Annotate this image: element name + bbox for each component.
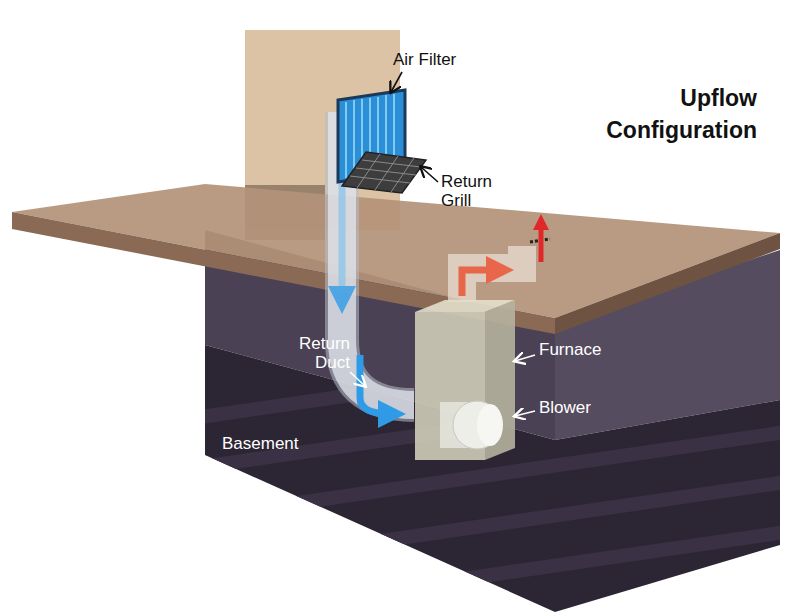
floor-stripe [180, 480, 793, 570]
leader-arrow [350, 372, 365, 386]
supply-airflow [462, 270, 500, 296]
grill-slats [350, 154, 421, 192]
grill-slat [375, 156, 398, 190]
supply-airflow [539, 222, 544, 262]
part-label: Air Filter [393, 50, 503, 69]
part-label: Furnace [539, 340, 639, 359]
floor-edge [555, 233, 780, 334]
area-label: Basement [222, 434, 332, 453]
return-grill [342, 152, 426, 193]
grill-slat [357, 154, 380, 188]
return-airflow [360, 355, 392, 414]
supply-duct [462, 246, 522, 302]
leader-arrow [515, 411, 535, 416]
filter-pleat [345, 102, 347, 178]
leader-arrow [391, 72, 402, 92]
part-label: Return Grill [441, 172, 505, 210]
part-label: Blower [539, 398, 639, 417]
part-label: Return Duct [286, 334, 350, 372]
filter-pleat [353, 100, 355, 177]
floor-stripe [180, 530, 793, 612]
return-airflow [339, 175, 346, 300]
leader-arrow [421, 167, 438, 182]
grill-slat [391, 158, 414, 192]
diagram-title: Upflow Configuration [572, 82, 757, 146]
blower-face [477, 404, 503, 446]
leader-arrow [515, 355, 535, 361]
